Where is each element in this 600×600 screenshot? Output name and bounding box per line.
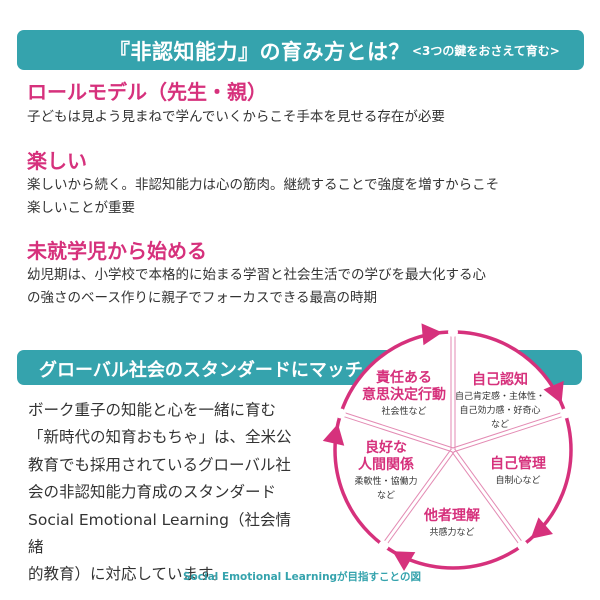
segment-divider bbox=[452, 411, 565, 449]
arrow-head-icon bbox=[322, 423, 345, 446]
segment-divider bbox=[384, 450, 456, 547]
ring-gap bbox=[517, 540, 528, 551]
arrow-head-icon bbox=[421, 323, 443, 346]
page-title: 『非認知能力』の育み方とは？ bbox=[109, 40, 410, 64]
title-banner: 『非認知能力』の育み方とは？ <3つの鍵をおさえて育む> bbox=[17, 30, 584, 70]
arrow-head-icon bbox=[392, 551, 416, 572]
cycle-arrows bbox=[322, 323, 564, 572]
segment-self-awareness: 自己認知 自己肯定感・主体性・ 自己効力感・好奇心 など bbox=[454, 372, 546, 430]
segment-divider bbox=[341, 411, 454, 449]
segment-self-management: 自己管理 自制心など bbox=[490, 456, 546, 486]
ring-gap bbox=[560, 408, 571, 419]
key-heading-fun: 楽しい bbox=[27, 149, 87, 173]
key-heading-role-model: ロールモデル（先生・親） bbox=[27, 80, 267, 104]
segment-dividers bbox=[340, 332, 566, 547]
section-title: グローバル社会のスタンダードにマッチ bbox=[39, 360, 363, 381]
key-heading-preschool: 未就学児から始める bbox=[27, 239, 207, 263]
ring-gap bbox=[378, 540, 389, 551]
arrow-head-icon bbox=[543, 380, 564, 404]
segment-divider bbox=[453, 414, 566, 453]
segment-divider bbox=[454, 448, 525, 545]
segment-divider bbox=[340, 414, 453, 453]
segment-social-awareness: 他者理解 共感力など bbox=[424, 508, 480, 538]
key-text-fun: 楽しいから続く。非認知能力は心の筋肉。継続することで強度を増すからこそ楽しいこと… bbox=[27, 177, 500, 216]
segment-divider bbox=[381, 448, 452, 545]
key-text-preschool: 幼児期は、小学校で本格的に始まる学習と社会生活での学びを最大化する心の強さのベー… bbox=[27, 267, 486, 306]
key-text-role-model: 子どもは見よう見まねで学んでいくからこそ手本を見せる存在が必要 bbox=[27, 109, 445, 125]
segment-divider bbox=[450, 450, 522, 547]
ring-gap bbox=[335, 408, 346, 419]
arrow-head-icon bbox=[530, 517, 553, 539]
diagram-caption: Social Emotional Learningが目指すことの図 bbox=[183, 571, 421, 583]
sel-description: ボーク重子の知能と心を一緒に育む 「新時代の知育おもちゃ」は、全米公 教育でも採… bbox=[28, 401, 292, 584]
segment-responsible-decision-making: 責任ある 意思決定行動 社会性など bbox=[362, 370, 446, 417]
ring-gap bbox=[448, 327, 458, 337]
segment-relationship-skills: 良好な 人間関係 柔軟性・協働力 など bbox=[354, 440, 418, 501]
page-subtitle: <3つの鍵をおさえて育む> bbox=[412, 44, 560, 58]
